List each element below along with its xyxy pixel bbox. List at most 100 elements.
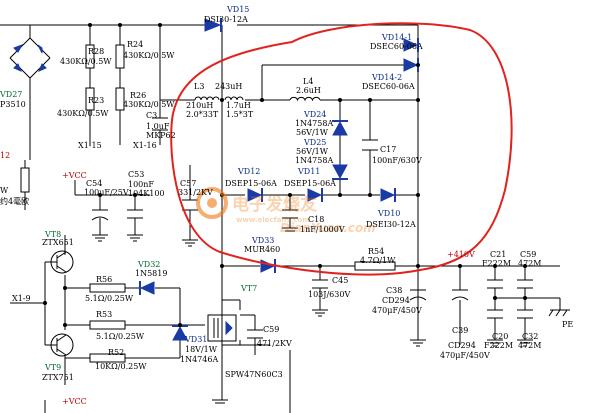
label-c59b-val: 471/2KV <box>257 339 292 348</box>
label-vd10-val: DSEI30-12A <box>366 220 416 229</box>
diode-vd25 <box>332 164 348 180</box>
ground-symbols <box>92 227 570 404</box>
label-vd10-name: VD10 <box>377 209 400 218</box>
label-c32-name: C32 <box>522 332 538 341</box>
label-c20-name: C20 <box>492 332 508 341</box>
label-vd27-val: P3510 <box>0 100 26 109</box>
label-vd25-name: VD25 <box>303 138 326 147</box>
watermark-cn: 电子发烧友 <box>232 194 317 215</box>
label-c18-val: 1nF/1000V <box>300 225 345 234</box>
label-c57-val: 331/2KV <box>178 188 213 197</box>
diode-vd14-2 <box>403 58 419 72</box>
ground-vt7 <box>212 399 228 404</box>
label-c39-name: C39 <box>452 326 468 335</box>
ground-c53 <box>127 234 143 242</box>
junction-dots <box>43 23 527 327</box>
label-vd15-name: VD15 <box>226 5 249 14</box>
capacitors <box>91 117 533 339</box>
label-vcc1: +VCC <box>62 171 87 180</box>
inductors <box>194 96 321 102</box>
resistor-r54 <box>354 261 396 271</box>
ground-c18 <box>282 227 298 232</box>
label-r23-name: R23 <box>88 96 104 105</box>
label-l3-val: 243uH <box>215 82 242 91</box>
label-mm: 约4毫欧 <box>0 196 29 206</box>
wires <box>0 24 561 413</box>
diode-vd24 <box>332 120 348 136</box>
label-vt8-val: ZTX651 <box>42 238 74 247</box>
capacitor-c21 <box>487 279 503 289</box>
label-vd15-val: DSI30-12A <box>204 15 248 24</box>
transistor-vt8 <box>45 250 74 274</box>
label-r23-val: 430KΩ/0.5W <box>57 109 109 118</box>
inductor-l3b <box>224 96 244 101</box>
label-pe: PE <box>562 320 573 329</box>
label-c3-name: C3 <box>146 111 157 120</box>
red-highlight-outline <box>170 22 513 276</box>
label-vd11-name: VD11 <box>297 167 320 176</box>
resistor-r56 <box>89 283 126 293</box>
mosfet-vt7 <box>207 314 237 342</box>
label-vd14-1-name: VD14-1 <box>381 33 412 42</box>
label-l3-a: 210uH <box>186 101 213 110</box>
label-c59a-name: C59 <box>520 250 536 259</box>
label-c17-val: 100nF/630V <box>372 156 422 165</box>
label-l3-b: 1.7uH <box>226 101 251 110</box>
capacitor-c54 <box>91 209 109 221</box>
label-l4-val: 2.6uH <box>296 86 321 95</box>
label-vd33-name: VD33 <box>251 236 274 245</box>
label-vd32-name: VD32 <box>137 260 160 269</box>
label-r56-val: 5.1Ω/0.25W <box>85 294 134 303</box>
label-l3-b2: 1.5*3T <box>226 110 254 119</box>
diode-vd12 <box>247 188 263 202</box>
label-vd33-val: MUR460 <box>244 245 280 254</box>
watermark-url: www.elecfans.com <box>236 216 310 224</box>
capacitor-c20 <box>487 309 503 319</box>
label-r56-name: R56 <box>96 275 112 284</box>
label-vd24-name: VD24 <box>303 110 326 119</box>
capacitor-c39 <box>451 289 469 301</box>
label-c54-name: C54 <box>86 179 102 188</box>
label-c21-val: F222M <box>482 259 511 268</box>
ground-c38 <box>410 339 426 347</box>
label-vd31-v2: 1N4746A <box>180 355 218 364</box>
label-c32-val: 472M <box>518 341 541 350</box>
label-x1-16: X1-16 <box>133 141 157 150</box>
label-vcc2: +VCC <box>62 397 87 406</box>
label-vt9-val: ZTX751 <box>42 373 74 382</box>
resistor-r52 <box>89 353 126 363</box>
diode-vd10 <box>380 188 396 202</box>
label-r53-name: R53 <box>96 310 112 319</box>
label-vt8-name: VT8 <box>44 230 61 239</box>
capacitor-c17 <box>362 139 378 151</box>
capacitor-c57 <box>182 199 198 211</box>
label-vt9-name: VT9 <box>44 363 61 372</box>
diodes <box>13 18 419 341</box>
label-vd12-val: DSEP15-06A <box>225 179 277 188</box>
label-vt7-val: SPW47N60C3 <box>225 370 283 379</box>
watermark: 电子发烧友 www.elecfans.com DianYuan.com <box>196 187 376 235</box>
label-c38-name: C38 <box>386 286 402 295</box>
label-vd27-name: VD27 <box>0 90 22 99</box>
label-c39-val1: CD294 <box>448 341 476 350</box>
label-r52-name: R52 <box>108 348 124 357</box>
resistor-r28 <box>85 44 95 69</box>
resistors <box>20 44 396 363</box>
capacitor-c38 <box>409 289 427 301</box>
label-r52-val: 10KΩ/0.25W <box>95 362 147 371</box>
label-c39-val2: 470μF/450V <box>440 351 490 360</box>
ground-c57 <box>182 239 198 247</box>
label-r53-val: 5.1Ω/0.25W <box>96 332 145 341</box>
label-c57-name: C57 <box>180 179 196 188</box>
label-vd14-2-name: VD14-2 <box>371 73 402 82</box>
label-c3-val1: 1.0uF <box>146 122 170 131</box>
resistor-r26 <box>115 87 125 111</box>
ground-c20 <box>487 339 503 347</box>
capacitor-c32 <box>517 309 533 319</box>
label-c54-val: 100uF/25V <box>84 188 129 197</box>
ground-pe <box>548 309 570 317</box>
inductor-l3a <box>194 96 220 101</box>
label-c38-val1: CD294 <box>382 296 410 305</box>
label-c20-val: F222M <box>484 341 513 350</box>
watermark-url2: DianYuan.com <box>280 221 376 235</box>
